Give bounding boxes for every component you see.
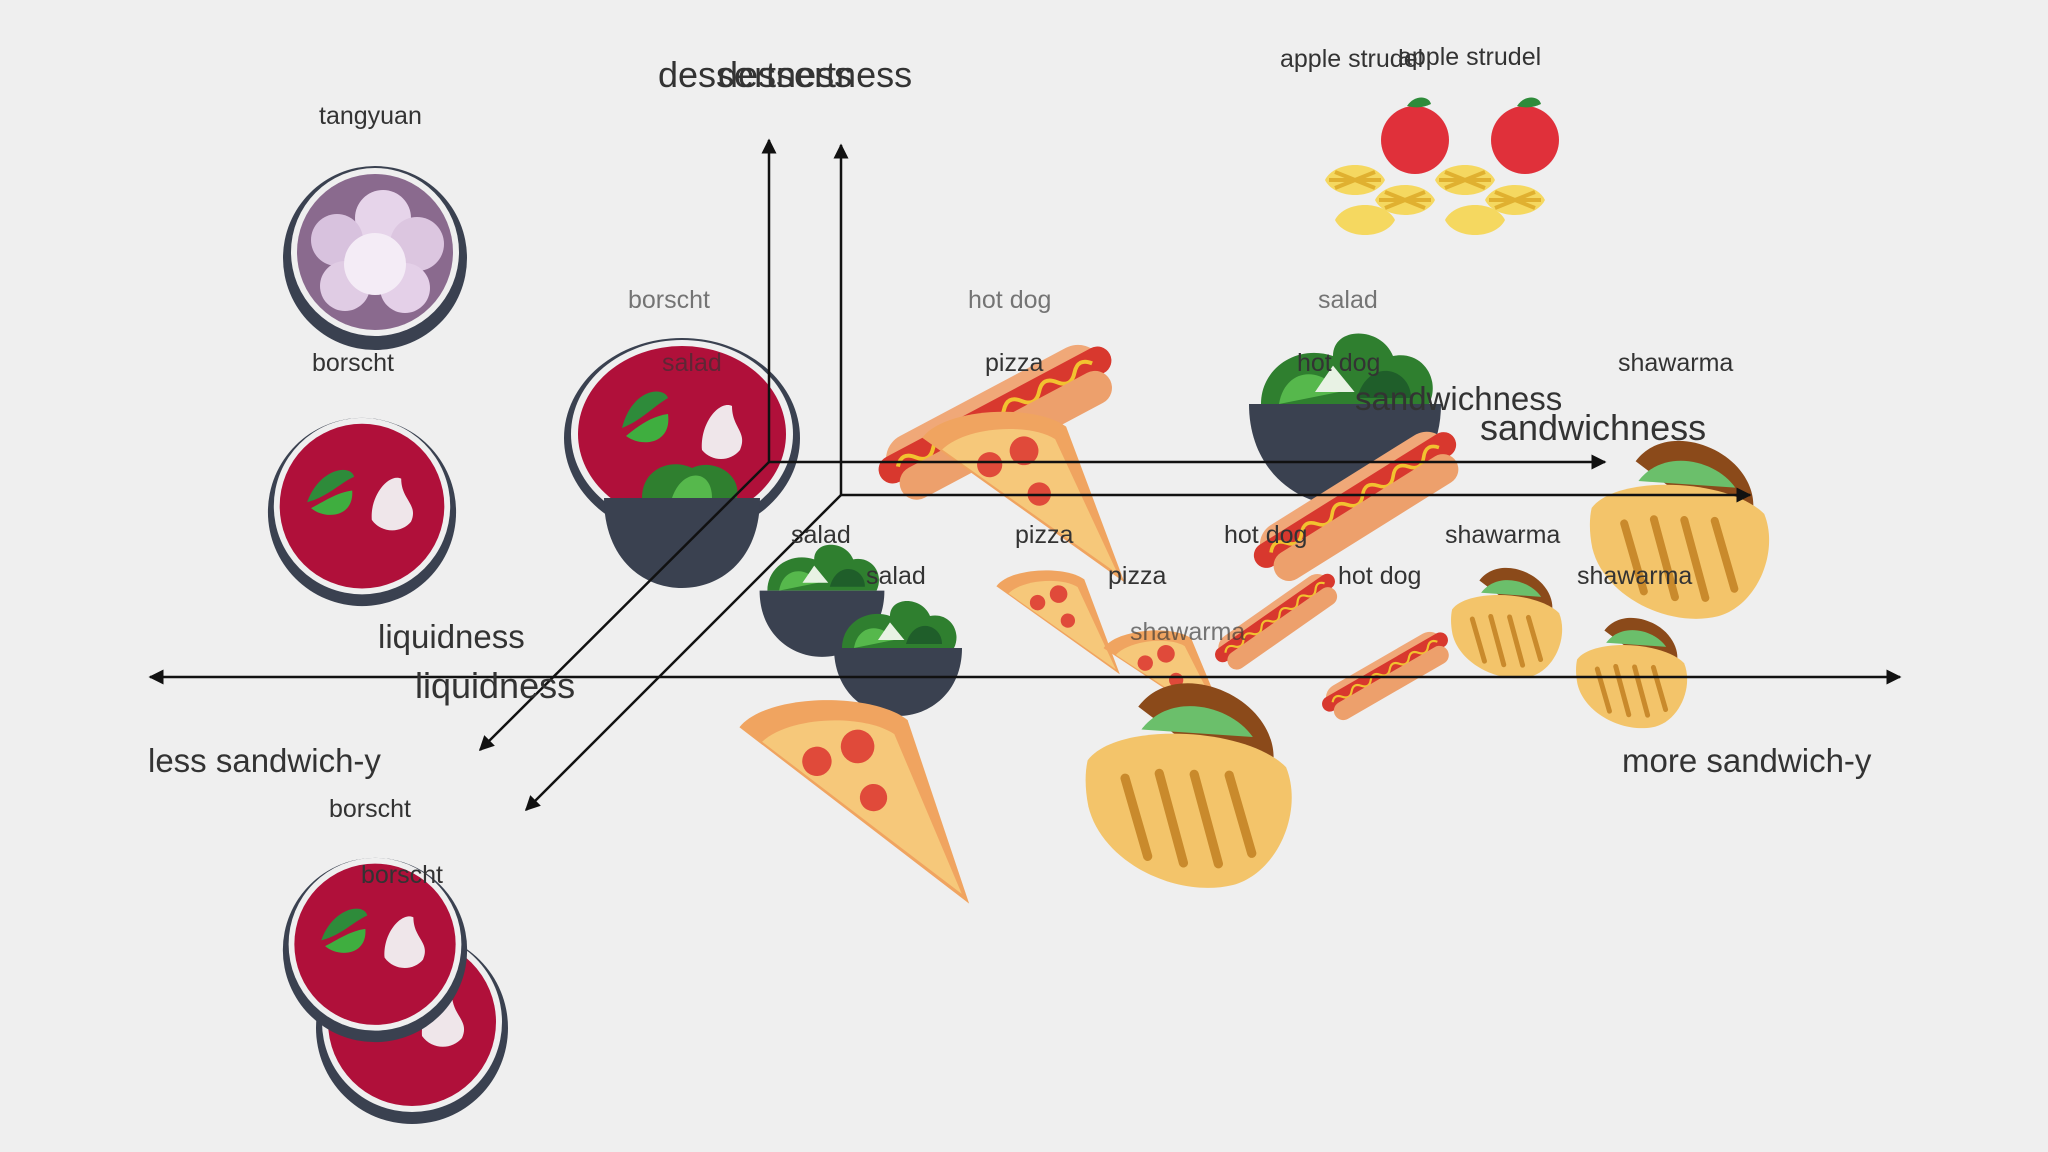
shawarma-icon — [1579, 430, 1780, 633]
less-sandwich-y-label: less sandwich-y — [148, 742, 381, 779]
food-label-shawarma: shawarma — [1577, 562, 1692, 590]
food-label-salad: salad — [791, 521, 851, 549]
food-label-shawarma: shawarma — [1130, 618, 1245, 646]
food-label-shawarma: shawarma — [1445, 521, 1560, 549]
liquidness-label: liquidness — [415, 665, 575, 706]
food-label-apple-strudel: apple strudel — [1280, 45, 1423, 73]
food-label-hot-dog: hot dog — [1224, 521, 1307, 549]
food-label-borscht: borscht — [628, 286, 710, 314]
liquidness-axis-2 — [524, 494, 842, 812]
pizza-icon — [737, 686, 970, 926]
food-label-borscht: borscht — [361, 861, 443, 889]
hot-dog-icon — [1314, 622, 1460, 728]
liquidness-axis-1 — [478, 461, 770, 752]
food-label-salad: salad — [866, 562, 926, 590]
borscht-icon — [267, 417, 457, 607]
food-label-tangyuan: tangyuan — [319, 102, 422, 130]
food-label-salad: salad — [662, 349, 722, 377]
food-label-borscht: borscht — [312, 349, 394, 377]
food-label-pizza: pizza — [1108, 562, 1166, 590]
food-label-hot-dog: hot dog — [1338, 562, 1421, 590]
sandwichness-label: sandwichness — [1480, 407, 1706, 448]
shawarma-icon — [1444, 561, 1568, 687]
pizza-icon — [995, 561, 1120, 690]
food-label-pizza: pizza — [985, 349, 1043, 377]
axes — [148, 138, 1902, 812]
food-label-shawarma: shawarma — [1618, 349, 1733, 377]
liquidness-label: liquidness — [378, 618, 525, 655]
shawarma-icon — [1569, 611, 1693, 737]
tangyuan-icon — [283, 166, 467, 350]
food-label-salad: salad — [1318, 286, 1378, 314]
sandwichness-label: sandwichness — [1355, 380, 1562, 417]
apple-strudel-icon — [1323, 95, 1451, 237]
more-sandwich-y-label: more sandwich-y — [1622, 742, 1872, 779]
apple-strudel-icon — [1433, 95, 1561, 237]
food-label-apple-strudel: apple strudel — [1398, 43, 1541, 71]
food-label-hot-dog: hot dog — [968, 286, 1051, 314]
shawarma-icon — [1073, 670, 1304, 904]
food-label-hot-dog: hot dog — [1297, 349, 1380, 377]
dessertness-label: dessertness — [718, 54, 912, 95]
dessertness-label: dessertness — [658, 54, 852, 95]
food-label-pizza: pizza — [1015, 521, 1073, 549]
food-label-borscht: borscht — [329, 795, 411, 823]
